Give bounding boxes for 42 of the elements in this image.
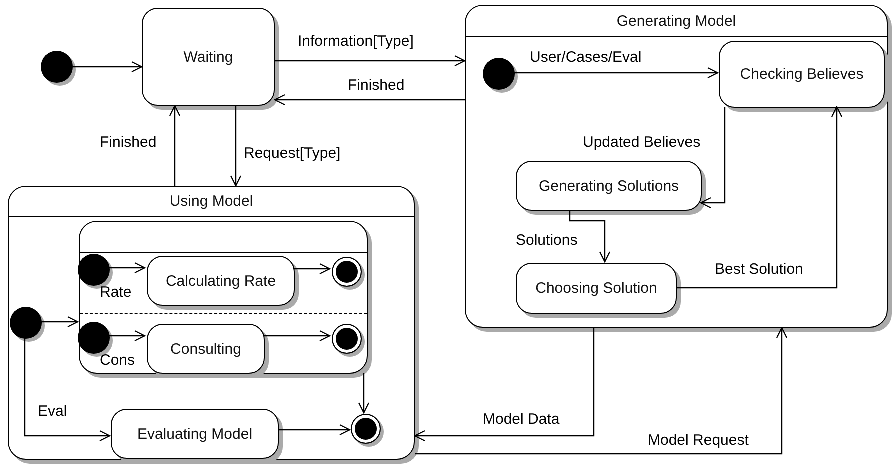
initial-state (483, 58, 515, 90)
transition-arrow (415, 327, 788, 455)
transition-arrow (73, 61, 143, 73)
initial-state (78, 254, 110, 286)
transition-arrow (230, 106, 242, 187)
initial-state (41, 51, 73, 83)
state-title: Using Model (170, 193, 254, 210)
transition-arrow (41, 316, 79, 328)
state-label: Choosing Solution (536, 280, 658, 297)
transition-arrow (108, 262, 146, 274)
final-state (332, 324, 362, 354)
region-label: Cons (99, 352, 136, 370)
state-title: Generating Model (616, 12, 736, 30)
transition-arrow (275, 55, 466, 67)
transition-arrow (358, 373, 370, 414)
transition-arrow (293, 263, 331, 275)
state-label: Evaluating Model (137, 426, 253, 442)
state-label: Consulting (170, 340, 242, 358)
transition-arrow (414, 328, 595, 442)
transition-arrow (278, 424, 351, 436)
transition-arrow (700, 107, 726, 209)
transition-arrow (108, 330, 146, 342)
transition-label: Information[Type] (296, 33, 416, 51)
transition-arrow (514, 67, 719, 79)
final-state (351, 414, 381, 444)
transition-label: Updated Believes (581, 134, 703, 152)
final-state (332, 257, 362, 287)
transition-arrow (569, 210, 611, 263)
state-label: Checking Believes (740, 66, 864, 83)
state-label: Calculating Rate (166, 272, 276, 290)
state-label: Generating Solutions (538, 178, 680, 194)
initial-state (10, 307, 42, 339)
region-label: Rate (99, 284, 133, 302)
transition-label: Request[Type] (242, 145, 343, 163)
transition-arrow (169, 105, 181, 186)
transition-arrow (274, 94, 465, 106)
transition-label: Model Request (646, 432, 751, 450)
state-label: Waiting (184, 48, 234, 66)
transition-arrow (263, 330, 331, 342)
transition-arrow (676, 106, 843, 289)
initial-state (78, 322, 110, 354)
transition-arrow (24, 338, 111, 442)
